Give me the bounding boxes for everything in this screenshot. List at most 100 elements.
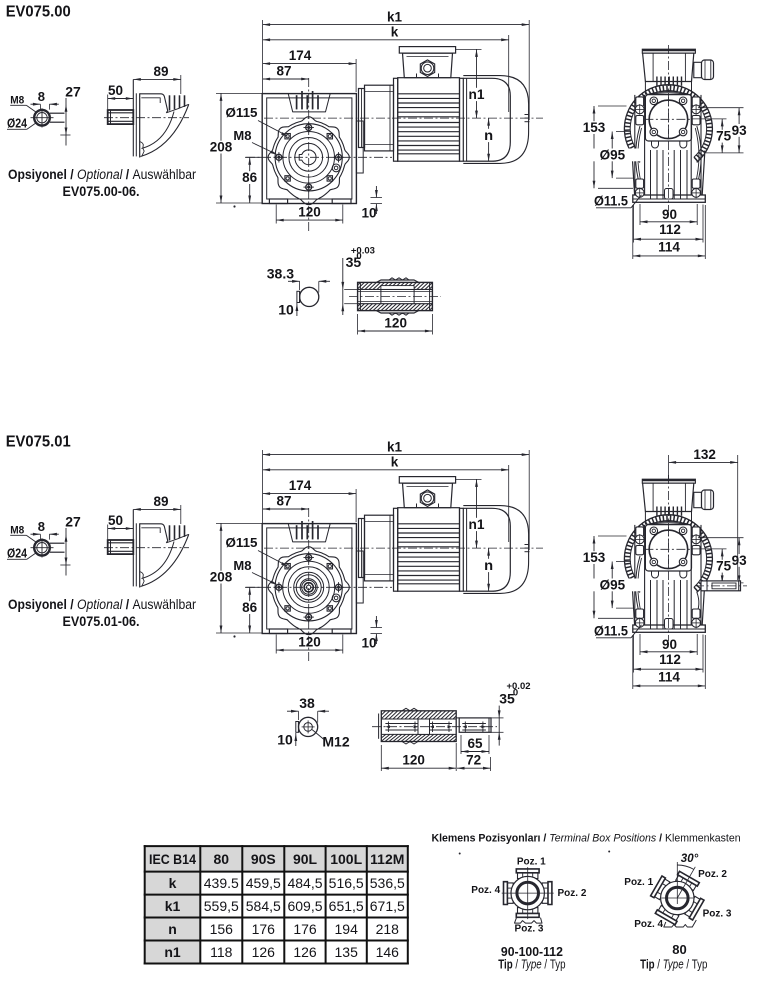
svg-text:439.5: 439.5 (204, 875, 239, 891)
svg-text:38: 38 (299, 695, 315, 711)
svg-text:114: 114 (658, 240, 680, 255)
svg-text:559,5: 559,5 (204, 898, 239, 914)
svg-text:Ø24: Ø24 (7, 115, 28, 130)
svg-text:k: k (391, 455, 399, 470)
svg-text:87: 87 (276, 64, 291, 79)
svg-text:75: 75 (716, 559, 732, 574)
svg-text:n1: n1 (164, 944, 181, 960)
svg-text:80: 80 (672, 942, 686, 957)
svg-text:Ø115: Ø115 (226, 105, 258, 120)
svg-text:89: 89 (153, 64, 168, 79)
svg-text:120: 120 (384, 315, 407, 330)
svg-text:Ø24: Ø24 (7, 545, 28, 560)
svg-text:10: 10 (278, 302, 294, 318)
svg-text:M8: M8 (233, 128, 251, 143)
svg-text:153: 153 (583, 550, 606, 565)
svg-text:n: n (484, 127, 493, 143)
svg-text:Klemens Pozisyonları / Termina: Klemens Pozisyonları / Terminal Box Posi… (432, 832, 741, 844)
svg-text:Tip / Type / Typ: Tip / Type / Typ (640, 958, 707, 971)
svg-text:n1: n1 (469, 86, 485, 102)
svg-text:38.3: 38.3 (267, 266, 294, 282)
svg-text:156: 156 (210, 921, 234, 937)
svg-text:Tip / Type / Typ: Tip / Type / Typ (498, 958, 565, 971)
svg-text:536,5: 536,5 (370, 875, 405, 891)
svg-text:8: 8 (38, 519, 45, 534)
svg-text:27: 27 (65, 83, 81, 99)
svg-text:174: 174 (289, 478, 312, 493)
svg-text:Opsiyonel / Optional / Auswähl: Opsiyonel / Optional / Auswählbar (8, 166, 197, 182)
svg-text:0: 0 (513, 688, 518, 699)
svg-text:208: 208 (210, 570, 233, 585)
svg-text:120: 120 (298, 205, 321, 220)
svg-text:126: 126 (252, 944, 276, 960)
svg-text:50: 50 (108, 513, 123, 528)
svg-text:126: 126 (293, 944, 317, 960)
svg-text:120: 120 (298, 635, 321, 650)
svg-text:30°: 30° (681, 853, 699, 865)
svg-text:100L: 100L (330, 851, 362, 867)
svg-text:EV075.01: EV075.01 (6, 433, 71, 450)
svg-text:153: 153 (583, 120, 606, 135)
svg-text:Ø95: Ø95 (600, 147, 626, 162)
svg-text:90: 90 (662, 207, 677, 222)
svg-text:M8: M8 (10, 524, 24, 536)
svg-text:50: 50 (108, 83, 123, 98)
svg-text:+0.03: +0.03 (351, 246, 375, 257)
svg-text:90L: 90L (293, 851, 318, 867)
svg-text:27: 27 (65, 513, 81, 529)
svg-text:651,5: 651,5 (329, 898, 364, 914)
svg-text:609,5: 609,5 (287, 898, 322, 914)
svg-text:93: 93 (732, 123, 748, 138)
svg-text:Ø11.5: Ø11.5 (594, 624, 628, 639)
svg-text:Ø115: Ø115 (226, 535, 258, 550)
svg-text:EV075.00-06.: EV075.00-06. (63, 183, 140, 199)
svg-text:10: 10 (277, 732, 293, 748)
svg-text:118: 118 (210, 944, 233, 960)
svg-text:Poz. 2: Poz. 2 (558, 888, 587, 899)
svg-text:10: 10 (361, 206, 376, 221)
svg-text:89: 89 (153, 494, 168, 509)
svg-text:IEC B14: IEC B14 (149, 851, 196, 867)
svg-text:174: 174 (289, 48, 312, 63)
svg-text:0: 0 (356, 251, 361, 262)
svg-text:90: 90 (662, 637, 677, 652)
svg-text:208: 208 (210, 140, 233, 155)
svg-text:Poz. 1: Poz. 1 (517, 857, 546, 868)
svg-text:M8: M8 (10, 94, 24, 106)
svg-text:Poz. 2: Poz. 2 (698, 869, 727, 880)
svg-text:516,5: 516,5 (329, 875, 364, 891)
svg-text:EV075.01-06.: EV075.01-06. (63, 613, 140, 629)
svg-text:Poz. 4: Poz. 4 (471, 885, 500, 896)
svg-text:112: 112 (659, 652, 681, 667)
svg-text:146: 146 (376, 944, 400, 960)
svg-text:135: 135 (335, 944, 359, 960)
svg-text:8: 8 (38, 89, 45, 104)
svg-text:65: 65 (467, 736, 483, 751)
svg-text:584,5: 584,5 (246, 898, 281, 914)
svg-text:459,5: 459,5 (246, 875, 281, 891)
svg-text:M12: M12 (322, 734, 349, 750)
svg-text:Poz. 1: Poz. 1 (624, 877, 653, 888)
svg-text:75: 75 (716, 129, 732, 144)
svg-text:87: 87 (276, 494, 291, 509)
svg-text:671,5: 671,5 (370, 898, 405, 914)
svg-text:35: 35 (499, 691, 515, 707)
svg-text:176: 176 (252, 921, 276, 937)
svg-text:90-100-112: 90-100-112 (501, 944, 563, 959)
svg-text:72: 72 (466, 753, 481, 768)
svg-text:112M: 112M (370, 851, 404, 867)
svg-text:132: 132 (693, 447, 716, 462)
svg-text:Poz. 3: Poz. 3 (515, 924, 544, 935)
svg-text:93: 93 (732, 553, 748, 568)
svg-text:n1: n1 (469, 516, 485, 532)
svg-text:Poz. 4: Poz. 4 (634, 919, 663, 930)
svg-text:90S: 90S (251, 851, 276, 867)
svg-text:120: 120 (402, 753, 425, 768)
svg-text:218: 218 (376, 921, 400, 937)
svg-text:114: 114 (658, 670, 680, 685)
svg-text:35: 35 (346, 254, 362, 270)
svg-text:M8: M8 (233, 558, 251, 573)
svg-text:80: 80 (214, 851, 230, 867)
svg-text:112: 112 (659, 222, 681, 237)
svg-text:Poz. 3: Poz. 3 (703, 909, 732, 920)
